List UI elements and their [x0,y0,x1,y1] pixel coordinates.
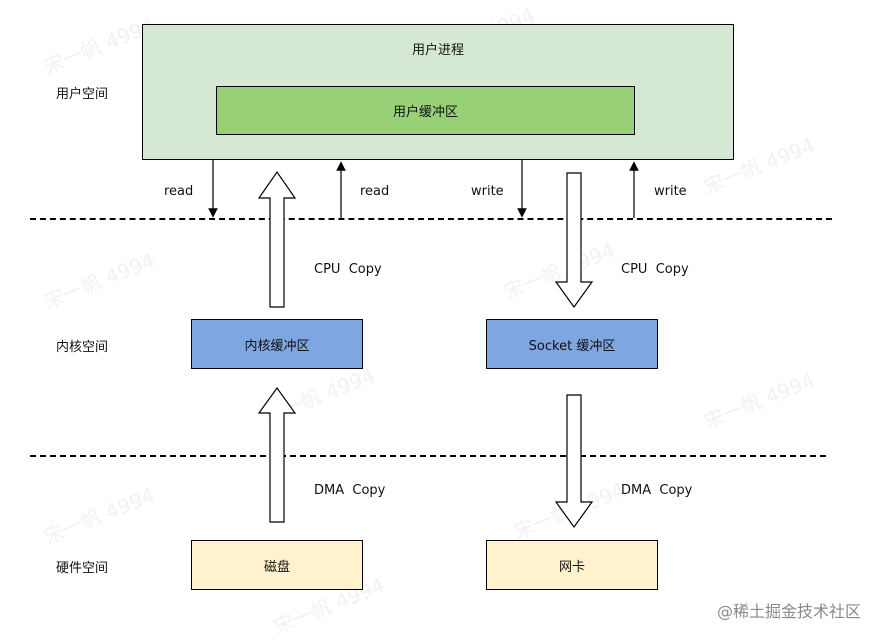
zone-label-hardware: 硬件空间 [56,561,109,576]
dma-copy-down-block-arrow [554,394,594,529]
disk-box: 磁盘 [191,540,363,590]
cpu-copy-label-right: CPU Copy [621,262,689,277]
user-process-label: 用户进程 [411,43,464,58]
nic-label: 网卡 [558,559,585,575]
socket-buffer-label: Socket 缓冲区 [528,338,616,354]
zone-label-kernel: 内核空间 [56,340,109,355]
nic-box: 网卡 [486,540,658,590]
dma-copy-up-block-arrow [257,386,297,523]
read-up-label: read [360,184,390,199]
disk-label: 磁盘 [263,559,290,575]
dma-copy-label-right: DMA Copy [621,483,693,498]
arrows-layer [208,160,639,529]
cpu-copy-label-left: CPU Copy [314,262,382,277]
cpu-copy-up-block-arrow [257,170,297,308]
footer-credit: @稀土掘金技术社区 [716,602,861,621]
kernel-buffer-box: 内核缓冲区 [191,319,363,369]
write-up-label: write [654,184,687,199]
zone-label-user: 用户空间 [56,87,109,102]
user-buffer-box: 用户缓冲区 [216,86,635,135]
user-kernel-boundary [30,218,832,220]
socket-buffer-box: Socket 缓冲区 [486,319,658,369]
kernel-hardware-boundary [30,455,826,457]
write-down-label: write [471,184,504,199]
cpu-copy-down-block-arrow [554,172,594,309]
kernel-buffer-label: 内核缓冲区 [244,338,310,354]
dma-copy-label-left: DMA Copy [314,483,386,498]
read-down-label: read [164,184,194,199]
user-buffer-label: 用户缓冲区 [392,105,458,120]
